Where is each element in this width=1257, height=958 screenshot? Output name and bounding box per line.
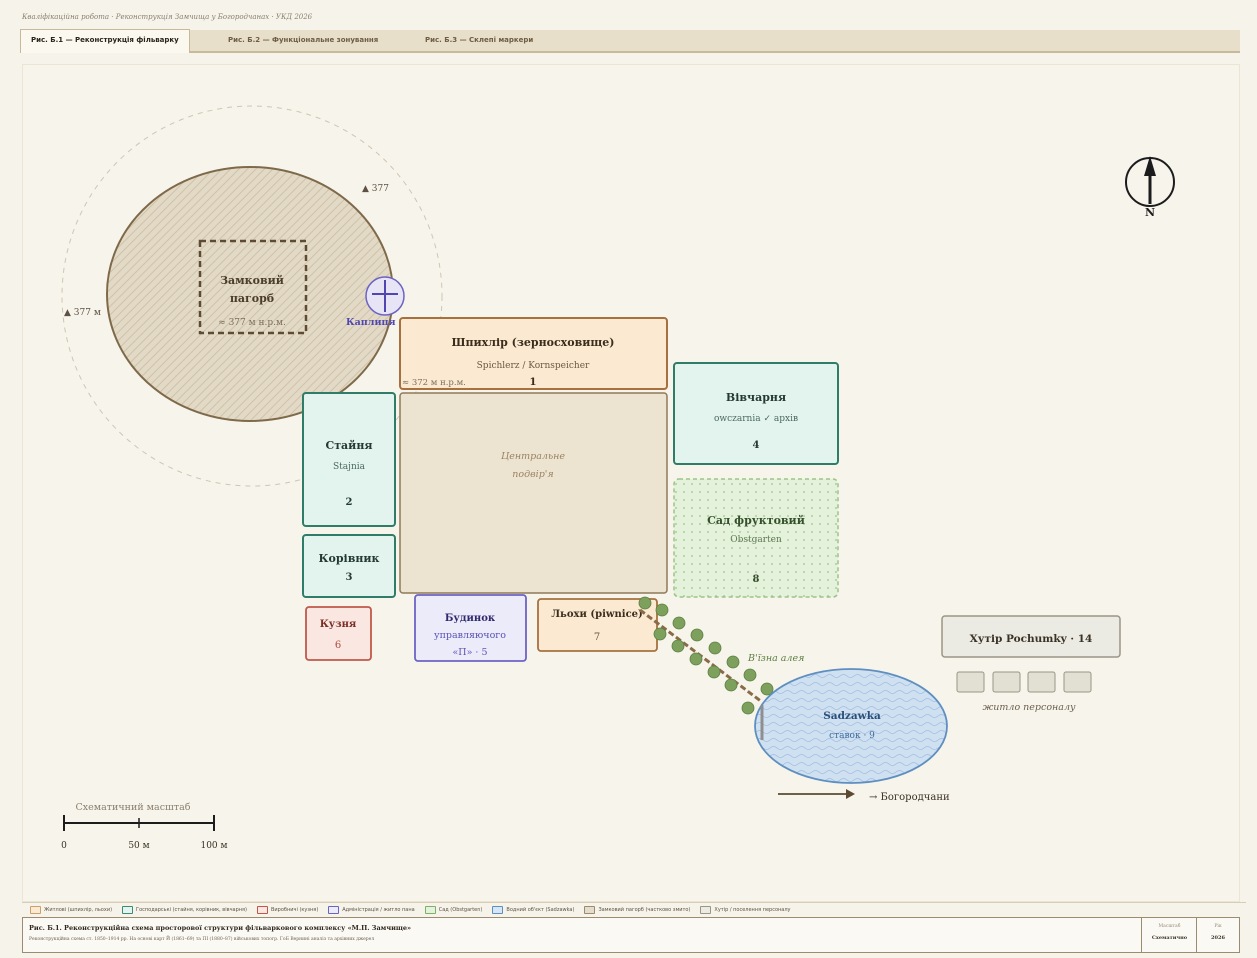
- cowshed-number: 3: [346, 572, 353, 583]
- orchard-number: 8: [753, 574, 760, 585]
- stable-number: 2: [346, 497, 353, 508]
- legend-item: Виробничі (кузня): [257, 906, 318, 914]
- sheepfold-subtitle: owczarnia ✓ архів: [714, 414, 798, 424]
- legend-swatch: [424, 906, 436, 914]
- legend-item: Водний об'єкт (Sadzawka): [492, 906, 574, 914]
- elevation-mark-left: ▲ 377 м: [64, 308, 101, 318]
- cellars-title: Льохи (piwnice): [551, 609, 643, 620]
- legend-swatch: [257, 906, 268, 914]
- legend-swatch: [328, 906, 340, 914]
- smithy: Кузня 6: [305, 606, 372, 661]
- direction-to-bohorodchany: → Богородчани: [778, 789, 950, 803]
- farmstead-caption: житло персоналу: [982, 702, 1076, 713]
- alley-label: В'їзна алея: [747, 653, 804, 664]
- sheepfold: Вівчарня owczarnia ✓ архів 4: [673, 362, 839, 465]
- sheepfold-title: Вівчарня: [726, 391, 786, 404]
- castle-hill: Замковий пагорб ≈ 377 м н.р.м.: [61, 105, 443, 487]
- scale-cell-value: Схематично: [1151, 935, 1188, 941]
- legend-item: Адміністрація / житло пана: [328, 906, 415, 914]
- castle-hill-title-1: Замковий: [220, 274, 284, 287]
- granary-number: 1: [530, 377, 537, 388]
- legend-swatch: [30, 906, 41, 914]
- legend-label: Замковий пагорб (частково змито): [598, 907, 691, 913]
- courtyard-label-1: Центральне: [501, 451, 565, 462]
- courtyard-label-2: подвір'я: [512, 469, 553, 480]
- scale-tick-50: 50 м: [128, 841, 149, 851]
- manager-house-subtitle: управляючого: [434, 630, 506, 641]
- legend-item: Господарські (стайня, корівник, вівчарня…: [122, 906, 247, 914]
- legend-swatch: [492, 906, 504, 914]
- granary-elevation: ≈ 372 м н.р.м.: [402, 378, 466, 388]
- central-courtyard: Центральне подвір'я: [399, 392, 668, 594]
- orchard-title: Сад фруктовий: [707, 514, 805, 527]
- stable: Стайня Stajnia 2: [302, 392, 396, 527]
- legend-label: Хутір / поселення персоналу: [714, 907, 791, 913]
- legend-item: Сад (Obstgarten): [424, 906, 483, 914]
- north-arrow: N: [1125, 156, 1175, 219]
- title-block: Рис. Б.1. Реконструкційна схема просторо…: [22, 917, 1240, 953]
- manager-house: Будинок управляючого «П» · 5: [414, 594, 527, 662]
- scale-tick-100: 100 м: [200, 841, 227, 851]
- stable-title: Стайня: [325, 439, 372, 452]
- tab-fig-b2[interactable]: Рис. Б.2 — Функціональне зонування: [228, 36, 379, 44]
- granary-subtitle: Spichlerz / Kornspeicher: [477, 361, 590, 371]
- legend-label: Виробничі (кузня): [271, 907, 319, 913]
- pond: Sadzawka ставок · 9: [754, 668, 948, 784]
- cowshed: Корівник 3: [302, 534, 396, 598]
- cellars: Льохи (piwnice) 7: [537, 598, 658, 652]
- smithy-number: 6: [335, 640, 341, 651]
- figure-source-note: Реконструкційна схема ст. 1850–1914 рр. …: [29, 937, 375, 942]
- scale-bar: Схематичний масштаб 0 50 м 100 м: [61, 802, 227, 851]
- legend-swatch: [700, 906, 712, 914]
- chapel: Каплиця · 13: [346, 276, 419, 328]
- tab-fig-b1[interactable]: Рис. Б.1 — Реконструкція фільварку: [20, 29, 190, 53]
- figure-caption: Рис. Б.1. Реконструкційна схема просторо…: [29, 924, 412, 932]
- manager-house-number: «П» · 5: [452, 647, 487, 658]
- entrance-alley: В'їзна алея: [638, 596, 804, 715]
- stable-subtitle: Stajnia: [333, 462, 366, 472]
- legend-label: Водний об'єкт (Sadzawka): [506, 907, 575, 913]
- manager-house-title: Будинок: [445, 613, 496, 624]
- tab-fig-b3[interactable]: Рис. Б.3 — Склепі маркери: [425, 36, 534, 44]
- granary: Шпихлір (зерносховище) Spichlerz / Korns…: [399, 317, 668, 390]
- pond-subtitle: ставок · 9: [829, 731, 875, 741]
- sheepfold-number: 4: [753, 440, 760, 451]
- scale-tick-0: 0: [61, 841, 67, 851]
- legend-item: Замковий пагорб (частково змито): [584, 906, 690, 914]
- legend-label: Адміністрація / житло пана: [342, 907, 415, 913]
- farmstead-title: Хутір Pochumky · 14: [970, 633, 1093, 645]
- legend-swatch: [584, 906, 596, 914]
- orchard-subtitle: Obstgarten: [730, 535, 782, 545]
- scale-cell-label: Масштаб: [1158, 924, 1181, 929]
- year-cell-value: 2026: [1211, 935, 1225, 941]
- orchard: Сад фруктовий Obstgarten 8: [673, 478, 839, 598]
- legend-label: Сад (Obstgarten): [438, 907, 483, 913]
- figure-tabs: Рис. Б.1 — Реконструкція фільварку Рис. …: [20, 29, 1240, 53]
- north-letter: N: [1145, 206, 1155, 219]
- legend-item: Житлові (шпихлір, льохи): [30, 906, 112, 914]
- scale-title: Схематичний масштаб: [75, 802, 190, 813]
- farmstead: Хутір Pochumky · 14 житло персоналу: [941, 615, 1121, 713]
- year-cell: Рік 2026: [1196, 918, 1239, 952]
- pond-title: Sadzawka: [823, 710, 881, 722]
- scale-cell: Масштаб Схематично: [1141, 918, 1197, 952]
- cowshed-title: Корівник: [318, 552, 379, 565]
- smithy-title: Кузня: [320, 619, 357, 630]
- document-topline: Кваліфікаційна робота · Реконструкція За…: [22, 13, 313, 21]
- year-cell-label: Рік: [1214, 924, 1222, 929]
- legend-item: Хутір / поселення персоналу: [700, 906, 791, 914]
- elevation-mark-top: ▲ 377: [362, 184, 389, 194]
- direction-label: → Богородчани: [869, 792, 950, 803]
- legend-swatch: [122, 906, 134, 914]
- castle-hill-elevation: ≈ 377 м н.р.м.: [218, 318, 286, 328]
- legend-label: Житлові (шпихлір, льохи): [44, 907, 113, 913]
- castle-hill-title-2: пагорб: [230, 292, 274, 305]
- legend: Житлові (шпихлір, льохи) Господарські (ст…: [22, 902, 1246, 917]
- granary-title: Шпихлір (зерносховище): [452, 336, 615, 349]
- cellars-number: 7: [594, 632, 600, 643]
- legend-label: Господарські (стайня, корівник, вівчарня…: [136, 907, 247, 913]
- chapel-label: Каплиця · 13: [346, 317, 419, 328]
